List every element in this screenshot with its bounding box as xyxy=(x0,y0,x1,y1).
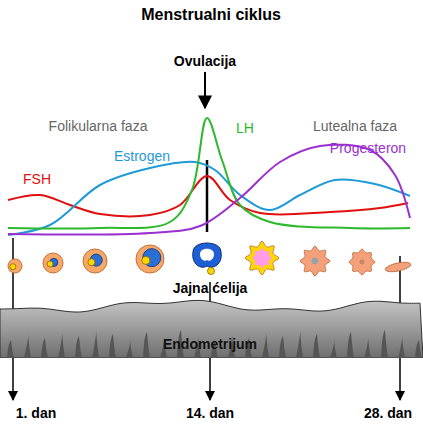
phase-label: Lutealna faza xyxy=(313,119,397,134)
follicle-icon xyxy=(43,253,63,273)
ovulation-arrow xyxy=(204,72,206,108)
corpus-luteum-icon xyxy=(245,241,279,275)
corpus-albicans-icon xyxy=(384,260,411,273)
follicle-icon xyxy=(136,245,164,273)
follicle-icon xyxy=(8,259,22,273)
day-label: 28. dan xyxy=(364,406,412,421)
hormone-label: FSH xyxy=(23,172,51,187)
lh-curve xyxy=(8,118,410,229)
estrogen-curve xyxy=(8,162,410,235)
phase-label: Folikularna faza xyxy=(49,119,148,134)
ovum-label: Jajna ćelija xyxy=(173,281,248,296)
corpus-luteum-icon xyxy=(349,249,375,275)
band-label: Endometrijum xyxy=(163,337,257,352)
day-label: 14. dan xyxy=(186,406,234,421)
follicle-icon xyxy=(83,249,107,273)
fsh-curve xyxy=(8,176,408,216)
corpus-luteum-icon xyxy=(300,246,330,276)
ovulation-icon xyxy=(193,243,222,275)
hormone-label: Estrogen xyxy=(114,149,170,164)
title: Menstrualni ciklus xyxy=(141,6,281,24)
day-label: 1. dan xyxy=(16,406,56,421)
hormone-label: LH xyxy=(236,121,254,136)
progesterone-curve xyxy=(8,145,410,235)
hormone-label: Progesteron xyxy=(330,141,406,156)
event-label: Ovulacija xyxy=(174,54,236,69)
endometrium-band: Endometrijum xyxy=(0,296,423,358)
